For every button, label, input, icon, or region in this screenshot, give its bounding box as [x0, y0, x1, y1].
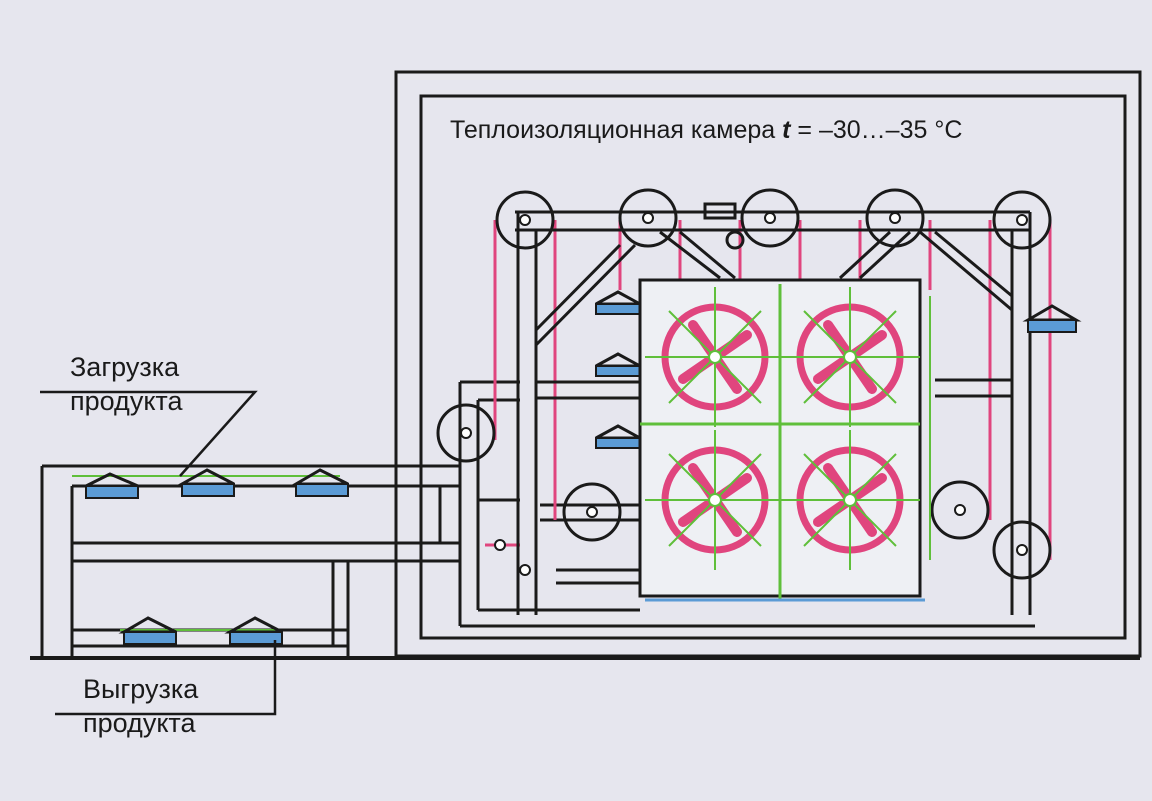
temperature-range: = –30…–35 °C	[790, 116, 963, 144]
loading-label: Загрузка продукта	[70, 350, 183, 418]
fan	[780, 287, 920, 427]
fan	[645, 430, 785, 570]
chamber-inner-wall	[419, 94, 1127, 640]
tray	[224, 616, 283, 645]
tray	[176, 468, 235, 497]
tray	[1022, 304, 1082, 333]
loading-label-line2: продукта	[70, 386, 183, 416]
fan	[780, 430, 920, 570]
tray	[290, 468, 349, 497]
tray	[595, 424, 641, 449]
loading-label-line1: Загрузка	[70, 352, 180, 382]
sprocket	[436, 188, 1052, 580]
unloading-label-line2: продукта	[83, 708, 196, 738]
fan	[645, 287, 785, 427]
tray	[595, 290, 641, 315]
leader-lines	[40, 390, 277, 716]
chamber-title-prefix: Теплоизоляционная камера	[450, 116, 776, 144]
unloading-label-line1: Выгрузка	[83, 674, 199, 704]
tray	[595, 352, 641, 377]
temperature-variable: t	[782, 116, 791, 144]
drive-motor	[703, 202, 745, 250]
tray	[85, 472, 139, 499]
transfer-section	[458, 380, 1035, 628]
conveyor-chain	[72, 475, 340, 631]
support-frame	[515, 210, 1032, 615]
tray	[118, 616, 177, 645]
unloading-label: Выгрузка продукта	[83, 672, 198, 740]
chamber-title: Теплоизоляционная камера t = –30…–35 °C	[450, 116, 962, 145]
